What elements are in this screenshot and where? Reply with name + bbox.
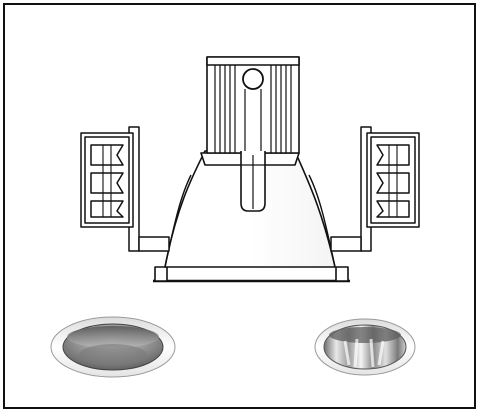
matte-reflector-trim-icon bbox=[50, 316, 176, 378]
mounting-bracket-left-icon bbox=[80, 126, 170, 252]
mounting-bracket-right-icon bbox=[330, 126, 420, 252]
figure-frame bbox=[3, 3, 476, 409]
product-illustration bbox=[50, 56, 420, 378]
specular-reflector-trim-icon bbox=[314, 318, 416, 376]
recessed-downlight-housing-icon bbox=[153, 56, 350, 283]
